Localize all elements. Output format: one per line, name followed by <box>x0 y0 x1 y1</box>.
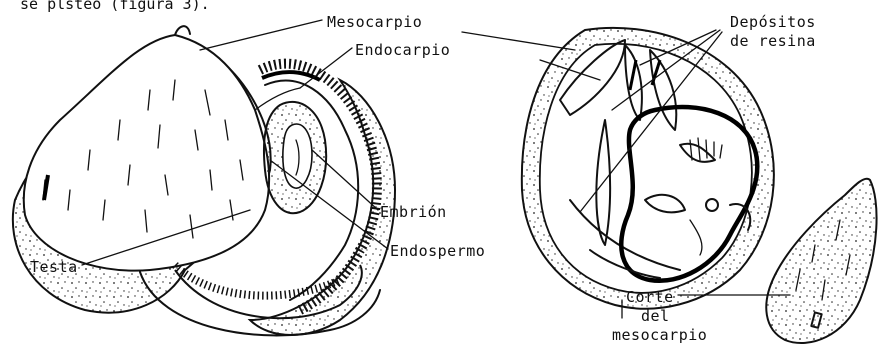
mesocarp-slice-figure <box>766 179 876 343</box>
caption-text: se plsteo (figura 3). <box>20 0 210 13</box>
label-endocarpio: Endocarpio <box>355 41 450 59</box>
embryo-shape <box>283 124 312 188</box>
label-corte-line3: mesocarpio <box>612 326 707 344</box>
label-corte-line2: del <box>641 307 670 325</box>
label-endospermo: Endospermo <box>390 242 485 260</box>
label-mesocarpio: Mesocarpio <box>327 13 422 31</box>
label-depositos-line1: Depósitos <box>730 13 816 31</box>
label-corte-line1: Corte <box>626 288 674 306</box>
label-testa: Testa <box>30 258 78 276</box>
fruit-seed-lobe <box>24 35 269 271</box>
cross-section-figure <box>522 28 774 309</box>
fruit-left-figure <box>13 26 395 335</box>
label-embrion: Embrión <box>380 203 447 221</box>
fruit-tip <box>175 26 190 35</box>
label-depositos-line2: de resina <box>730 32 816 50</box>
testa-hatch <box>175 265 340 296</box>
